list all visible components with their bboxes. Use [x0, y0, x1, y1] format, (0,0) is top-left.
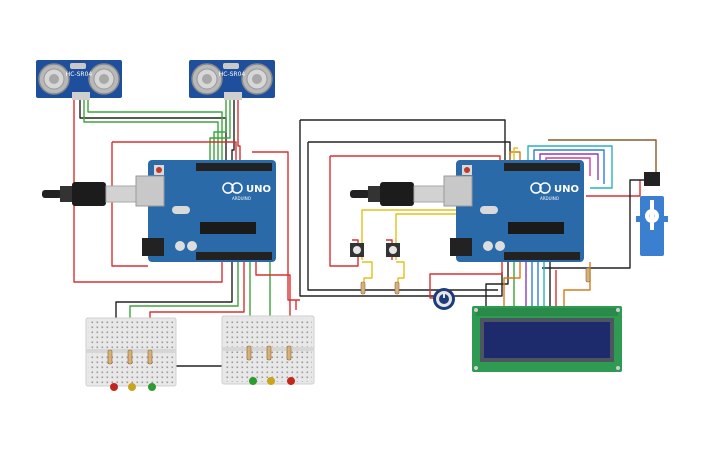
led-icon [148, 383, 156, 391]
led-icon [249, 377, 257, 385]
sensor-2-label: HC-SR04 [219, 71, 246, 78]
wire-s2-green2 [209, 100, 231, 165]
wire-purple1 [539, 153, 599, 180]
wire-brown-servo [548, 139, 657, 176]
usb-cable-left [42, 182, 137, 206]
wire-black-long3 [307, 142, 498, 291]
lcd-16x2 [472, 306, 622, 372]
resistors-breadboard [107, 345, 292, 365]
wire-black-long3b [308, 141, 511, 160]
wire-s1-green2 [87, 100, 223, 165]
leds-left [110, 383, 156, 391]
wire-red-button2 [330, 155, 501, 160]
wire-s2-black [231, 100, 235, 160]
arduino-uno-right: UNO ARDUINO [443, 160, 584, 262]
potentiometer [433, 288, 455, 310]
wire-yellow-top [513, 147, 518, 160]
led-icon [267, 377, 275, 385]
sensor-1-label: HC-SR04 [66, 71, 93, 78]
wire-red-button [329, 156, 359, 267]
pushbutton-2 [386, 243, 400, 257]
wire-orange-top [509, 151, 521, 160]
wire-left-red-right [252, 151, 300, 301]
ultrasonic-sensor-2: HC-SR04 [189, 60, 275, 100]
right-board-brand: ARDUINO [540, 196, 559, 201]
wire-blue1 [533, 149, 605, 184]
left-board-brand: ARDUINO [232, 196, 251, 201]
arduino-uno-left: UNO ARDUINO [135, 160, 276, 262]
wire-pink1 [545, 157, 591, 176]
wire-cyan1 [527, 145, 613, 189]
pushbutton-1 [350, 243, 364, 257]
usb-cable-right [350, 182, 445, 206]
wire-left-red-top [112, 141, 237, 160]
wire-s1-black [79, 100, 227, 160]
wire-s1-green1 [83, 100, 219, 165]
wire-black-servo [542, 179, 650, 269]
right-board-label: UNO [554, 184, 579, 195]
led-icon [128, 383, 136, 391]
wire-red-servo [586, 180, 641, 197]
wire-s2-green1 [213, 100, 227, 165]
left-board-label: UNO [246, 184, 271, 195]
wire-red-led4 [255, 262, 291, 340]
leds-right [249, 377, 295, 385]
wire-lcd-orange [503, 262, 521, 308]
wire-s2-red [237, 100, 241, 160]
wire-lcd-black [485, 262, 509, 308]
servo-motor [636, 172, 668, 256]
led-icon [287, 377, 295, 385]
led-icon [110, 383, 118, 391]
ultrasonic-sensor-1: HC-SR04 [36, 60, 122, 100]
wire-black-long2 [300, 119, 506, 160]
wire-left-red-power [111, 142, 148, 267]
resistors-buttons [360, 267, 591, 295]
